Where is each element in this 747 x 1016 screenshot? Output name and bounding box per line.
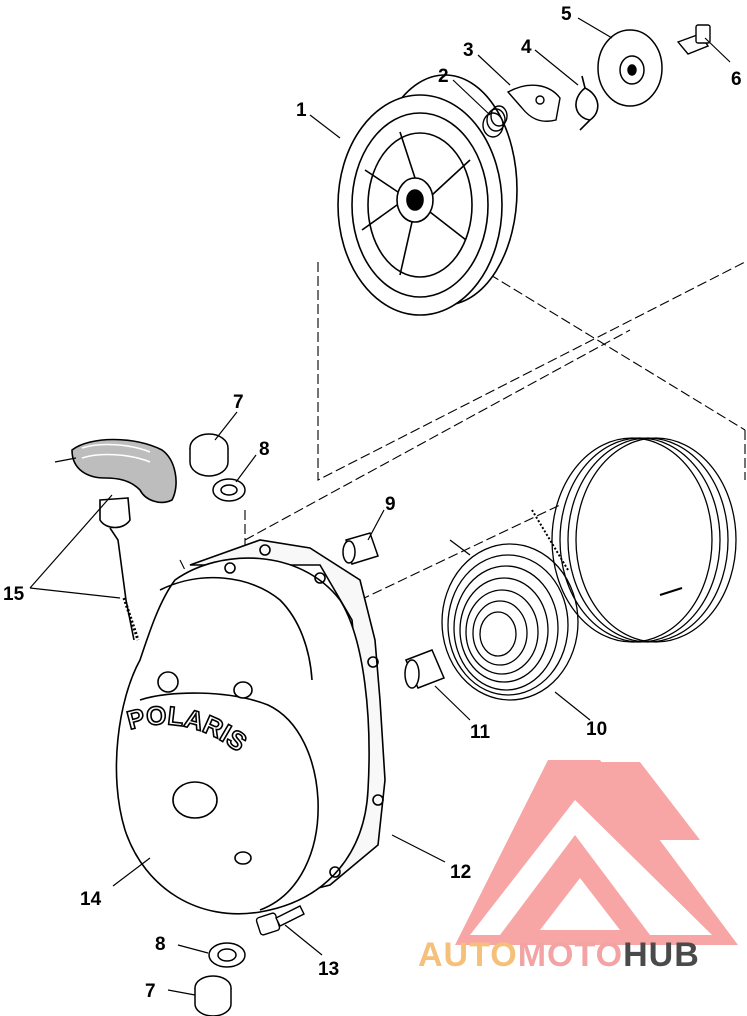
part-4-spring-clip <box>575 75 599 131</box>
label-part-4: 4 <box>521 37 532 58</box>
part-11-bushing <box>404 649 445 689</box>
label-part-13: 13 <box>318 959 339 980</box>
label-part-3: 3 <box>463 40 474 61</box>
label-part-7-bottom: 7 <box>145 981 156 1002</box>
part-15-starter-handle <box>71 438 177 641</box>
part-8-washer-top <box>212 478 246 502</box>
label-part-14: 14 <box>80 889 102 910</box>
label-part-6: 6 <box>731 69 742 90</box>
label-part-8-top: 8 <box>259 439 270 460</box>
part-9-bushing <box>342 532 379 565</box>
part-13-bolt <box>255 905 305 936</box>
part-7-cap-bottom <box>194 975 232 1016</box>
part-14-starter-housing <box>115 539 386 915</box>
part-8-washer-bottom <box>208 942 246 968</box>
leader-lines <box>29 17 731 996</box>
label-part-9: 9 <box>385 494 396 515</box>
label-part-5: 5 <box>561 4 572 25</box>
label-part-11: 11 <box>470 722 491 743</box>
label-part-10: 10 <box>586 719 607 740</box>
part-2-small-spring <box>482 105 508 138</box>
part-1-pulley <box>337 74 518 316</box>
watermark-logo-icon <box>455 760 738 945</box>
label-part-1: 1 <box>296 100 307 121</box>
label-part-2: 2 <box>438 66 449 87</box>
watermark-text: AUTOMOTOHUB <box>418 936 700 974</box>
part-6-bolt <box>676 24 711 55</box>
part-7-cap-top <box>189 433 229 477</box>
label-part-12: 12 <box>450 862 471 883</box>
part-5-friction-plate <box>597 29 663 107</box>
label-part-8-bottom: 8 <box>155 934 166 955</box>
part-3-pawl <box>506 84 561 122</box>
label-part-15: 15 <box>3 584 25 605</box>
part-10-recoil-spring <box>441 539 579 701</box>
label-part-7-top: 7 <box>233 392 244 413</box>
part-labels: 1 2 3 4 5 6 7 8 9 10 11 12 13 14 15 8 7 <box>3 4 742 1002</box>
starter-rope-coil <box>531 437 737 643</box>
